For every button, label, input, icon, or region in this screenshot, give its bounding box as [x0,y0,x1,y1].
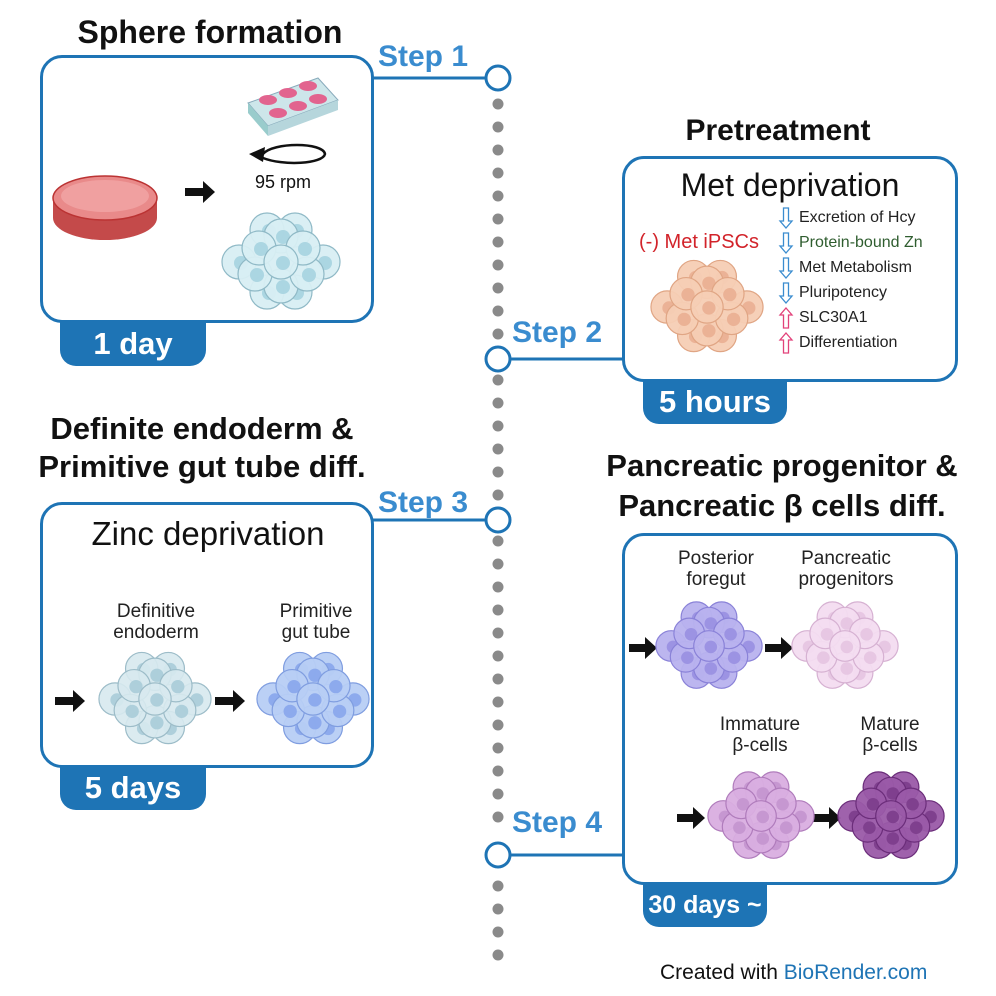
effect-label: Protein-bound Zn [799,234,923,251]
step2-label: Step 2 [512,316,603,349]
effect-item: Protein-bound Zn [778,232,989,256]
arrow-icon [185,181,215,203]
step1-illustration [52,77,341,310]
step4-heading-line1: Pancreatic progenitor & [606,448,958,483]
rotation-icon [249,143,327,165]
effect-item: SLC30A1 [778,307,989,331]
step3-heading-line2: Primitive gut tube diff. [38,449,366,484]
step1-node [484,64,512,92]
step4-heading-line2: Pancreatic β cells diff. [618,488,946,523]
arrow-icon [677,807,705,829]
step1-duration-badge: 1 day [60,322,206,366]
step4-node [484,841,512,869]
step2-heading: Pretreatment [685,114,871,147]
step2-box: Met deprivation (-) Met iPSCs Excretion … [622,156,958,382]
step3-box-title: Zinc deprivation [91,515,325,552]
up-arrow-icon [778,307,794,329]
speed-label: 95 rpm [255,172,312,192]
up-arrow-icon [778,332,794,354]
arrow-icon [813,807,841,829]
step3-label: Step 3 [378,486,469,519]
arrow-icon [629,637,657,659]
step4-duration-badge: 30 days ~ [643,883,767,927]
arrow-icon [215,690,245,712]
posterior-foregut-cells-icon [655,601,763,689]
step3-heading-line1: Definite endoderm & [50,411,354,446]
effect-label: Pluripotency [799,284,888,301]
effect-item: Pluripotency [778,282,989,306]
effect-label: Met Metabolism [799,259,912,276]
primitive-gut-tube-cells-icon [256,651,370,745]
arrow-icon [55,690,85,712]
credit-brand[interactable]: BioRender.com [783,961,928,984]
effect-item: Excretion of Hcy [778,207,989,231]
step1-heading: Sphere formation [77,14,343,50]
timeline-dots [492,98,504,961]
credit-prefix: Created with [660,961,784,984]
step2-box-title: Met deprivation [680,167,900,203]
step1-label: Step 1 [378,40,469,73]
definitive-endoderm-cells-icon [98,651,212,745]
step3-node [484,506,512,534]
step3-duration-badge: 5 days [60,766,206,810]
down-arrow-icon [778,207,794,229]
effect-label: SLC30A1 [799,309,868,326]
step3-heading: Definite endoderm & Primitive gut tube d… [0,410,404,486]
step1-box: 95 rpm [40,55,374,323]
mature-beta-cells-icon [837,771,945,859]
step2-node [484,345,512,373]
pancreatic-progenitor-cells-icon [791,601,899,689]
step2-duration-badge: 5 hours [643,380,787,424]
effect-item: Met Metabolism [778,257,989,281]
effect-item: Differentiation [778,332,989,356]
effect-label: Excretion of Hcy [799,209,916,226]
down-arrow-icon [778,282,794,304]
down-arrow-icon [778,257,794,279]
biorender-credit[interactable]: Created with BioRender.com [660,961,927,985]
immature-beta-cells-icon [707,771,815,859]
arrow-icon [765,637,793,659]
effect-label: Differentiation [799,334,898,351]
down-arrow-icon [778,232,794,254]
step4-label: Step 4 [512,806,603,839]
petri-dish-icon [52,175,158,240]
met-ipscs-label: (-) Met iPSCs [639,231,759,253]
ipsc-sphere-icon [650,259,764,353]
step4-heading: Pancreatic progenitor & Pancreatic β cel… [572,446,992,526]
multiwell-plate-icon [247,77,339,136]
cell-sphere-icon [221,212,341,310]
